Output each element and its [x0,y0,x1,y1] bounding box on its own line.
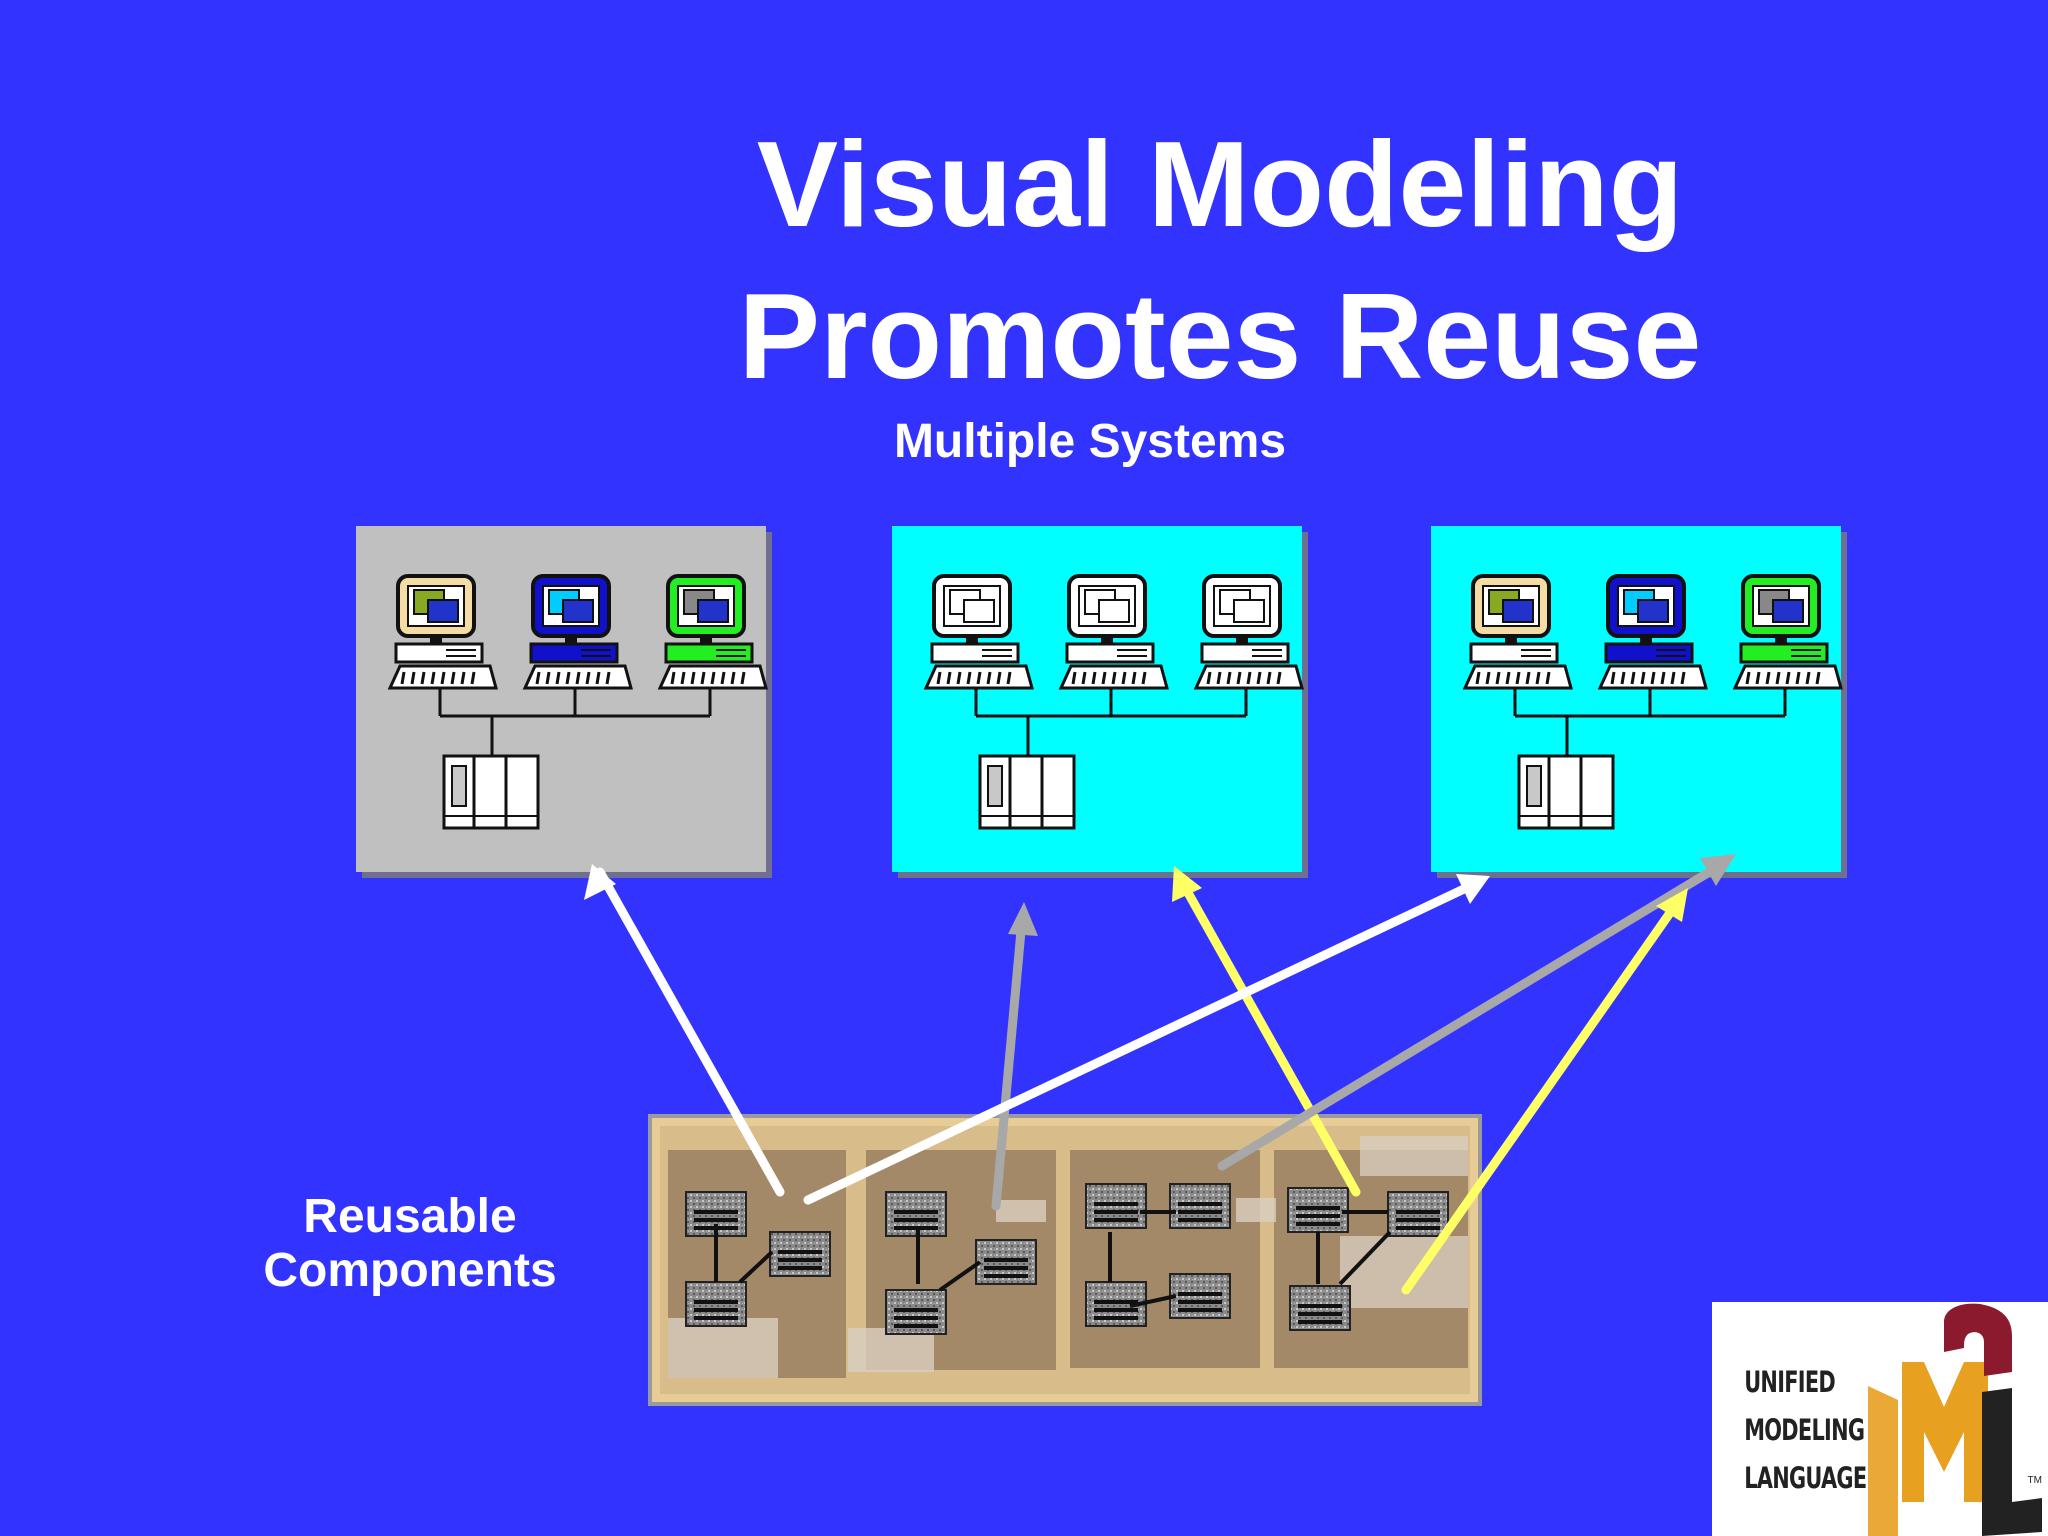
workstation-icon [1058,574,1169,690]
arrow-white-to-system-3 [803,883,1471,1205]
slide-title: Visual Modeling Promotes Reuse [640,108,1800,412]
computer-groups [387,574,1843,830]
arrowhead-yellow-system-2 [1172,866,1202,902]
arrow-gray-to-system-3 [1217,863,1721,1171]
arrow-yellow-to-system-3 [1401,905,1677,1295]
uml-trademark: TM [2027,1475,2042,1486]
uml-logo-mark [1868,1303,2042,1536]
workstation-icon [387,574,498,690]
component-box-icon [769,1231,831,1277]
reusable-components-label-line-2: Components [263,1244,557,1297]
component-package-3 [1070,1150,1260,1368]
arrowhead-white-system-1 [584,864,616,900]
component-box-icon [885,1191,947,1237]
uml-logo-line-1: UNIFIED [1744,1365,1836,1399]
workstation-icon [923,574,1034,690]
workstation-icon [522,574,633,690]
reusable-components-diagram [648,1114,1482,1406]
server-icon [442,754,540,830]
workstation-icon [1193,574,1304,690]
arrow-gray-to-system-2 [991,915,1027,1211]
component-box-icon [1289,1285,1351,1331]
reusable-components-label: Reusable Components [220,1190,600,1298]
arrowhead-white-system-3 [1456,874,1490,904]
system-3-network [1462,574,1843,830]
uml-logo-line-3: LANGUAGE [1744,1461,1867,1495]
component-box-icon [975,1239,1037,1285]
system-2-network [923,574,1304,830]
arrow-white-to-system-1 [595,867,785,1197]
slide-title-line-2: Promotes Reuse [738,268,1702,404]
component-box-icon [1387,1191,1449,1237]
component-boxes [685,1183,1449,1335]
reusable-components-label-line-1: Reusable [303,1190,517,1243]
component-links [714,1210,1392,1308]
system-1-network [387,574,768,830]
uml-logo: UNIFIED MODELING LANGUAGE TM [1712,1302,2048,1536]
uml-logo-line-2: MODELING [1744,1413,1865,1447]
workstation-icon [1732,574,1843,690]
workstation-icon [657,574,768,690]
uml-logo-text: UNIFIED MODELING LANGUAGE [1744,1358,1867,1502]
reuse-arrows [584,854,1736,1295]
component-box-icon [685,1281,747,1327]
workstation-icon [1597,574,1708,690]
component-box-icon [1169,1273,1231,1319]
component-box-icon [1169,1183,1231,1229]
arrowhead-gray-system-3 [1700,854,1736,886]
arrow-yellow-to-system-2 [1177,877,1361,1197]
slide-title-line-1: Visual Modeling [756,116,1684,252]
workstation-icon [1462,574,1573,690]
multiple-systems-label: Multiple Systems [893,415,1287,468]
component-box-icon [885,1289,947,1335]
arrowhead-yellow-system-3 [1656,888,1688,922]
arrowhead-gray-system-2 [1008,902,1038,936]
component-box-icon [1287,1187,1349,1233]
component-box-icon [1085,1183,1147,1229]
server-icon [1517,754,1615,830]
server-icon [978,754,1076,830]
